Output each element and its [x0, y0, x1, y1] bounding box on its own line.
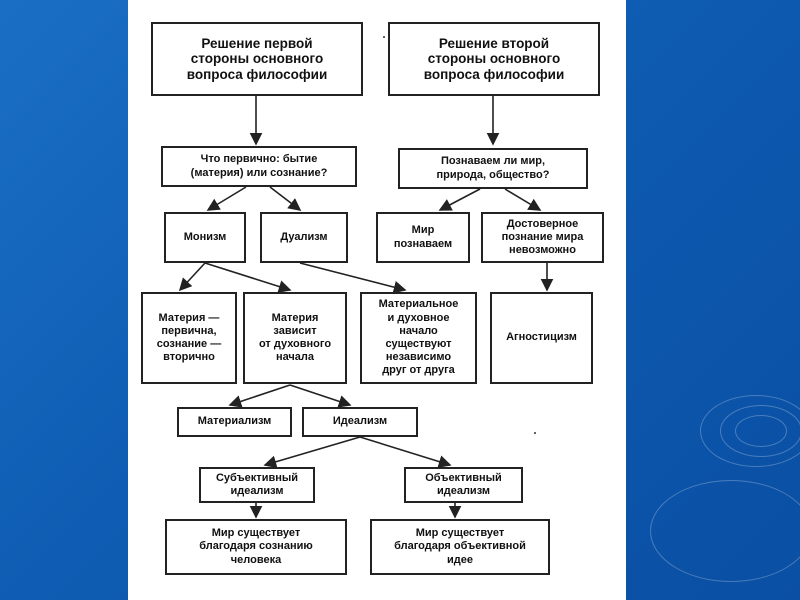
arrow: [438, 188, 481, 211]
box-second-side: Решение второй стороны основного вопроса…: [388, 22, 600, 96]
box-idealism: Идеализм: [302, 407, 418, 437]
arrow: [228, 384, 291, 408]
ripple-decoration: [650, 480, 800, 582]
arrow: [299, 262, 407, 294]
box-reliable-impossible: Достоверное познание мира невозможно: [481, 212, 604, 263]
arrow: [269, 186, 302, 211]
speck: [383, 36, 385, 38]
box-independent: Материальное и духовное начало существую…: [360, 292, 477, 384]
box-agnosticism: Агностицизм: [490, 292, 593, 384]
arrow: [359, 436, 452, 468]
arrow: [206, 186, 247, 211]
arrow: [504, 188, 542, 211]
box-subjective-idealism: Субъективный идеализм: [199, 467, 315, 503]
box-matter-primary: Материя — первична, сознание — вторично: [141, 292, 237, 384]
speck: [534, 432, 536, 434]
arrow: [289, 384, 352, 408]
box-world-knowable: Мир познаваем: [376, 212, 470, 263]
arrow: [263, 436, 361, 468]
box-materialism: Материализм: [177, 407, 292, 437]
arrow: [204, 262, 292, 293]
box-subjective-world: Мир существует благодаря сознанию челове…: [165, 519, 347, 575]
box-first-side: Решение первой стороны основного вопроса…: [151, 22, 363, 96]
box-monism: Монизм: [164, 212, 246, 263]
box-objective-idealism: Объективный идеализм: [404, 467, 523, 503]
box-what-primary: Что первично: бытие (материя) или сознан…: [161, 146, 357, 187]
box-objective-world: Мир существует благодаря объективной иде…: [370, 519, 550, 575]
ripple-decoration: [700, 395, 800, 467]
box-knowable-question: Познаваем ли мир, природа, общество?: [398, 148, 588, 189]
arrow: [178, 262, 206, 292]
box-dualism: Дуализм: [260, 212, 348, 263]
box-matter-depends: Материя зависит от духовного начала: [243, 292, 347, 384]
